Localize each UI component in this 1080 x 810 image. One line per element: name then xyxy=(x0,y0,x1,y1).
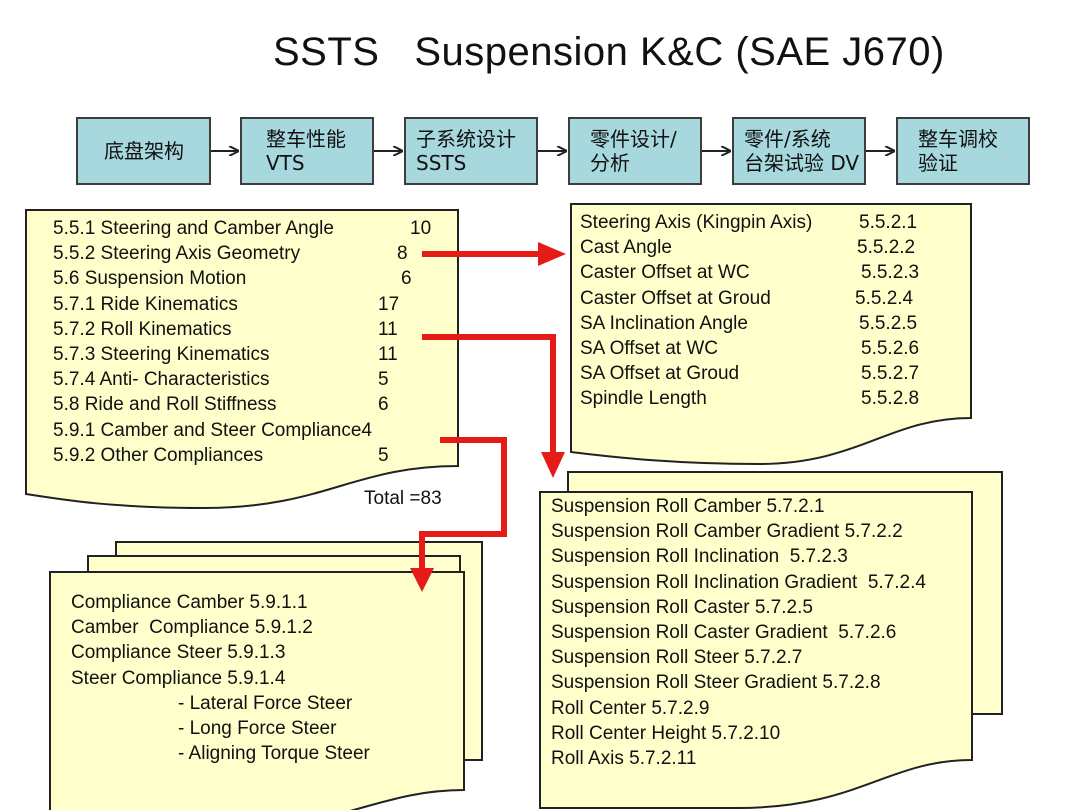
flow-box-line2: 分析 xyxy=(590,151,630,175)
section-label: 5.7.4 Anti- Characteristics xyxy=(53,369,270,391)
steering-axis-item: SA Inclination Angle xyxy=(580,312,748,334)
section-label: 5.8 Ride and Roll Stiffness xyxy=(53,394,277,416)
flow-box-line1: 子系统设计 xyxy=(416,127,516,151)
steering-axis-code: 5.5.2.6 xyxy=(861,338,920,359)
compliance-item: Steer Compliance 5.9.1.4 xyxy=(71,667,286,689)
section-label: 5.6 Suspension Motion xyxy=(53,268,247,290)
roll-kinematics-item: Suspension Roll Inclination 5.7.2.3 xyxy=(551,546,848,568)
roll-kinematics-item: Suspension Roll Camber 5.7.2.1 xyxy=(551,496,825,517)
compliance-item: - Aligning Torque Steer xyxy=(178,743,370,765)
section-label: 5.5.2 Steering Axis Geometry xyxy=(53,243,301,265)
document-stack-shape xyxy=(539,471,1003,809)
steering-axis-item: Caster Offset at Groud xyxy=(580,287,771,309)
section-count: 8 xyxy=(397,243,408,265)
total-count: Total =83 xyxy=(364,488,442,509)
flow-box-line2: VTS xyxy=(266,151,305,175)
roll-kinematics-item: Roll Center Height 5.7.2.10 xyxy=(551,722,781,744)
steering-axis-item: SA Offset at Groud xyxy=(580,363,740,385)
steering-axis-code: 5.5.2.3 xyxy=(861,262,920,284)
section-count: 5 xyxy=(378,369,389,391)
section-label: 5.7.1 Ride Kinematics xyxy=(53,293,238,315)
flow-box-bench-test-dv: 零件/系统台架试验 DV xyxy=(732,117,866,185)
roll-kinematics-item: Suspension Roll Steer Gradient 5.7.2.8 xyxy=(551,672,881,694)
steering-axis-code: 5.5.2.1 xyxy=(859,212,918,233)
roll-kinematics-item: Suspension Roll Caster Gradient 5.7.2.6 xyxy=(551,622,897,643)
section-count: 6 xyxy=(378,394,389,416)
flow-box-line1: 底盘架构 xyxy=(104,139,184,163)
section-count: 11 xyxy=(378,344,398,365)
section-label: 5.9.2 Other Compliances xyxy=(53,444,264,466)
section-count: 17 xyxy=(378,293,400,315)
section-count: 5 xyxy=(378,444,389,466)
document-shape xyxy=(570,203,972,466)
compliance-item: Compliance Camber 5.9.1.1 xyxy=(71,592,308,613)
section-count: 10 xyxy=(410,218,432,239)
document-shape xyxy=(25,209,459,510)
roll-kinematics-item: Roll Axis 5.7.2.11 xyxy=(551,748,697,769)
flow-box-line1: 零件/系统 xyxy=(744,127,831,151)
steering-axis-code: 5.5.2.7 xyxy=(861,363,920,385)
flow-box-line1: 零件设计/ xyxy=(590,127,677,151)
flow-box-line2: 验证 xyxy=(918,151,958,175)
roll-kinematics-item: Roll Center 5.7.2.9 xyxy=(551,697,710,719)
roll-kinematics-item: Suspension Roll Caster 5.7.2.5 xyxy=(551,596,813,618)
steering-axis-item: SA Offset at WC xyxy=(580,338,718,359)
steering-axis-code: 5.5.2.4 xyxy=(855,287,914,309)
section-label: 5.7.3 Steering Kinematics xyxy=(53,344,270,365)
steering-axis-code: 5.5.2.5 xyxy=(859,312,918,334)
section-count: 6 xyxy=(401,268,412,290)
flow-box-line2: 台架试验 DV xyxy=(744,151,860,175)
roll-kinematics-item: Suspension Roll Camber Gradient 5.7.2.2 xyxy=(551,521,903,543)
section-count-document: 5.5.1 Steering and Camber Angle 10 5.5.2 S… xyxy=(24,208,460,514)
flow-box-line2: SSTS xyxy=(416,151,467,175)
steering-axis-item: Caster Offset at WC xyxy=(580,262,750,284)
steering-axis-item: Spindle Length xyxy=(580,388,707,410)
flow-box-line1: 整车调校 xyxy=(918,127,998,151)
compliance-item: - Long Force Steer xyxy=(178,718,337,739)
section-label: 5.5.1 Steering and Camber Angle xyxy=(53,218,334,239)
section-count: 11 xyxy=(378,318,398,340)
arrowhead xyxy=(538,242,566,266)
steering-axis-code: 5.5.2.8 xyxy=(861,388,920,410)
flow-box-chassis-architecture: 底盘架构 xyxy=(76,117,211,185)
section-label: 5.9.1 Camber and Steer Compliance4 xyxy=(53,419,372,441)
roll-kinematics-item: Suspension Roll Steer 5.7.2.7 xyxy=(551,647,803,669)
steering-axis-item: Cast Angle xyxy=(580,237,672,259)
steering-axis-code: 5.5.2.2 xyxy=(857,237,916,259)
compliance-item: Camber Compliance 5.9.1.2 xyxy=(71,617,313,639)
compliance-item: Compliance Steer 5.9.1.3 xyxy=(71,642,286,664)
flow-box-component-design: 零件设计/分析 xyxy=(568,117,702,185)
roll-kinematics-item: Suspension Roll Inclination Gradient 5.7… xyxy=(551,571,926,593)
compliance-item: - Lateral Force Steer xyxy=(178,692,353,714)
flow-box-line1: 整车性能 xyxy=(266,127,346,151)
section-label: 5.7.2 Roll Kinematics xyxy=(53,318,232,340)
page-title: SSTS Suspension K&C (SAE J670) xyxy=(273,30,945,74)
steering-axis-item: Steering Axis (Kingpin Axis) xyxy=(580,212,813,233)
flow-box-vehicle-tuning: 整车调校验证 xyxy=(896,117,1030,185)
